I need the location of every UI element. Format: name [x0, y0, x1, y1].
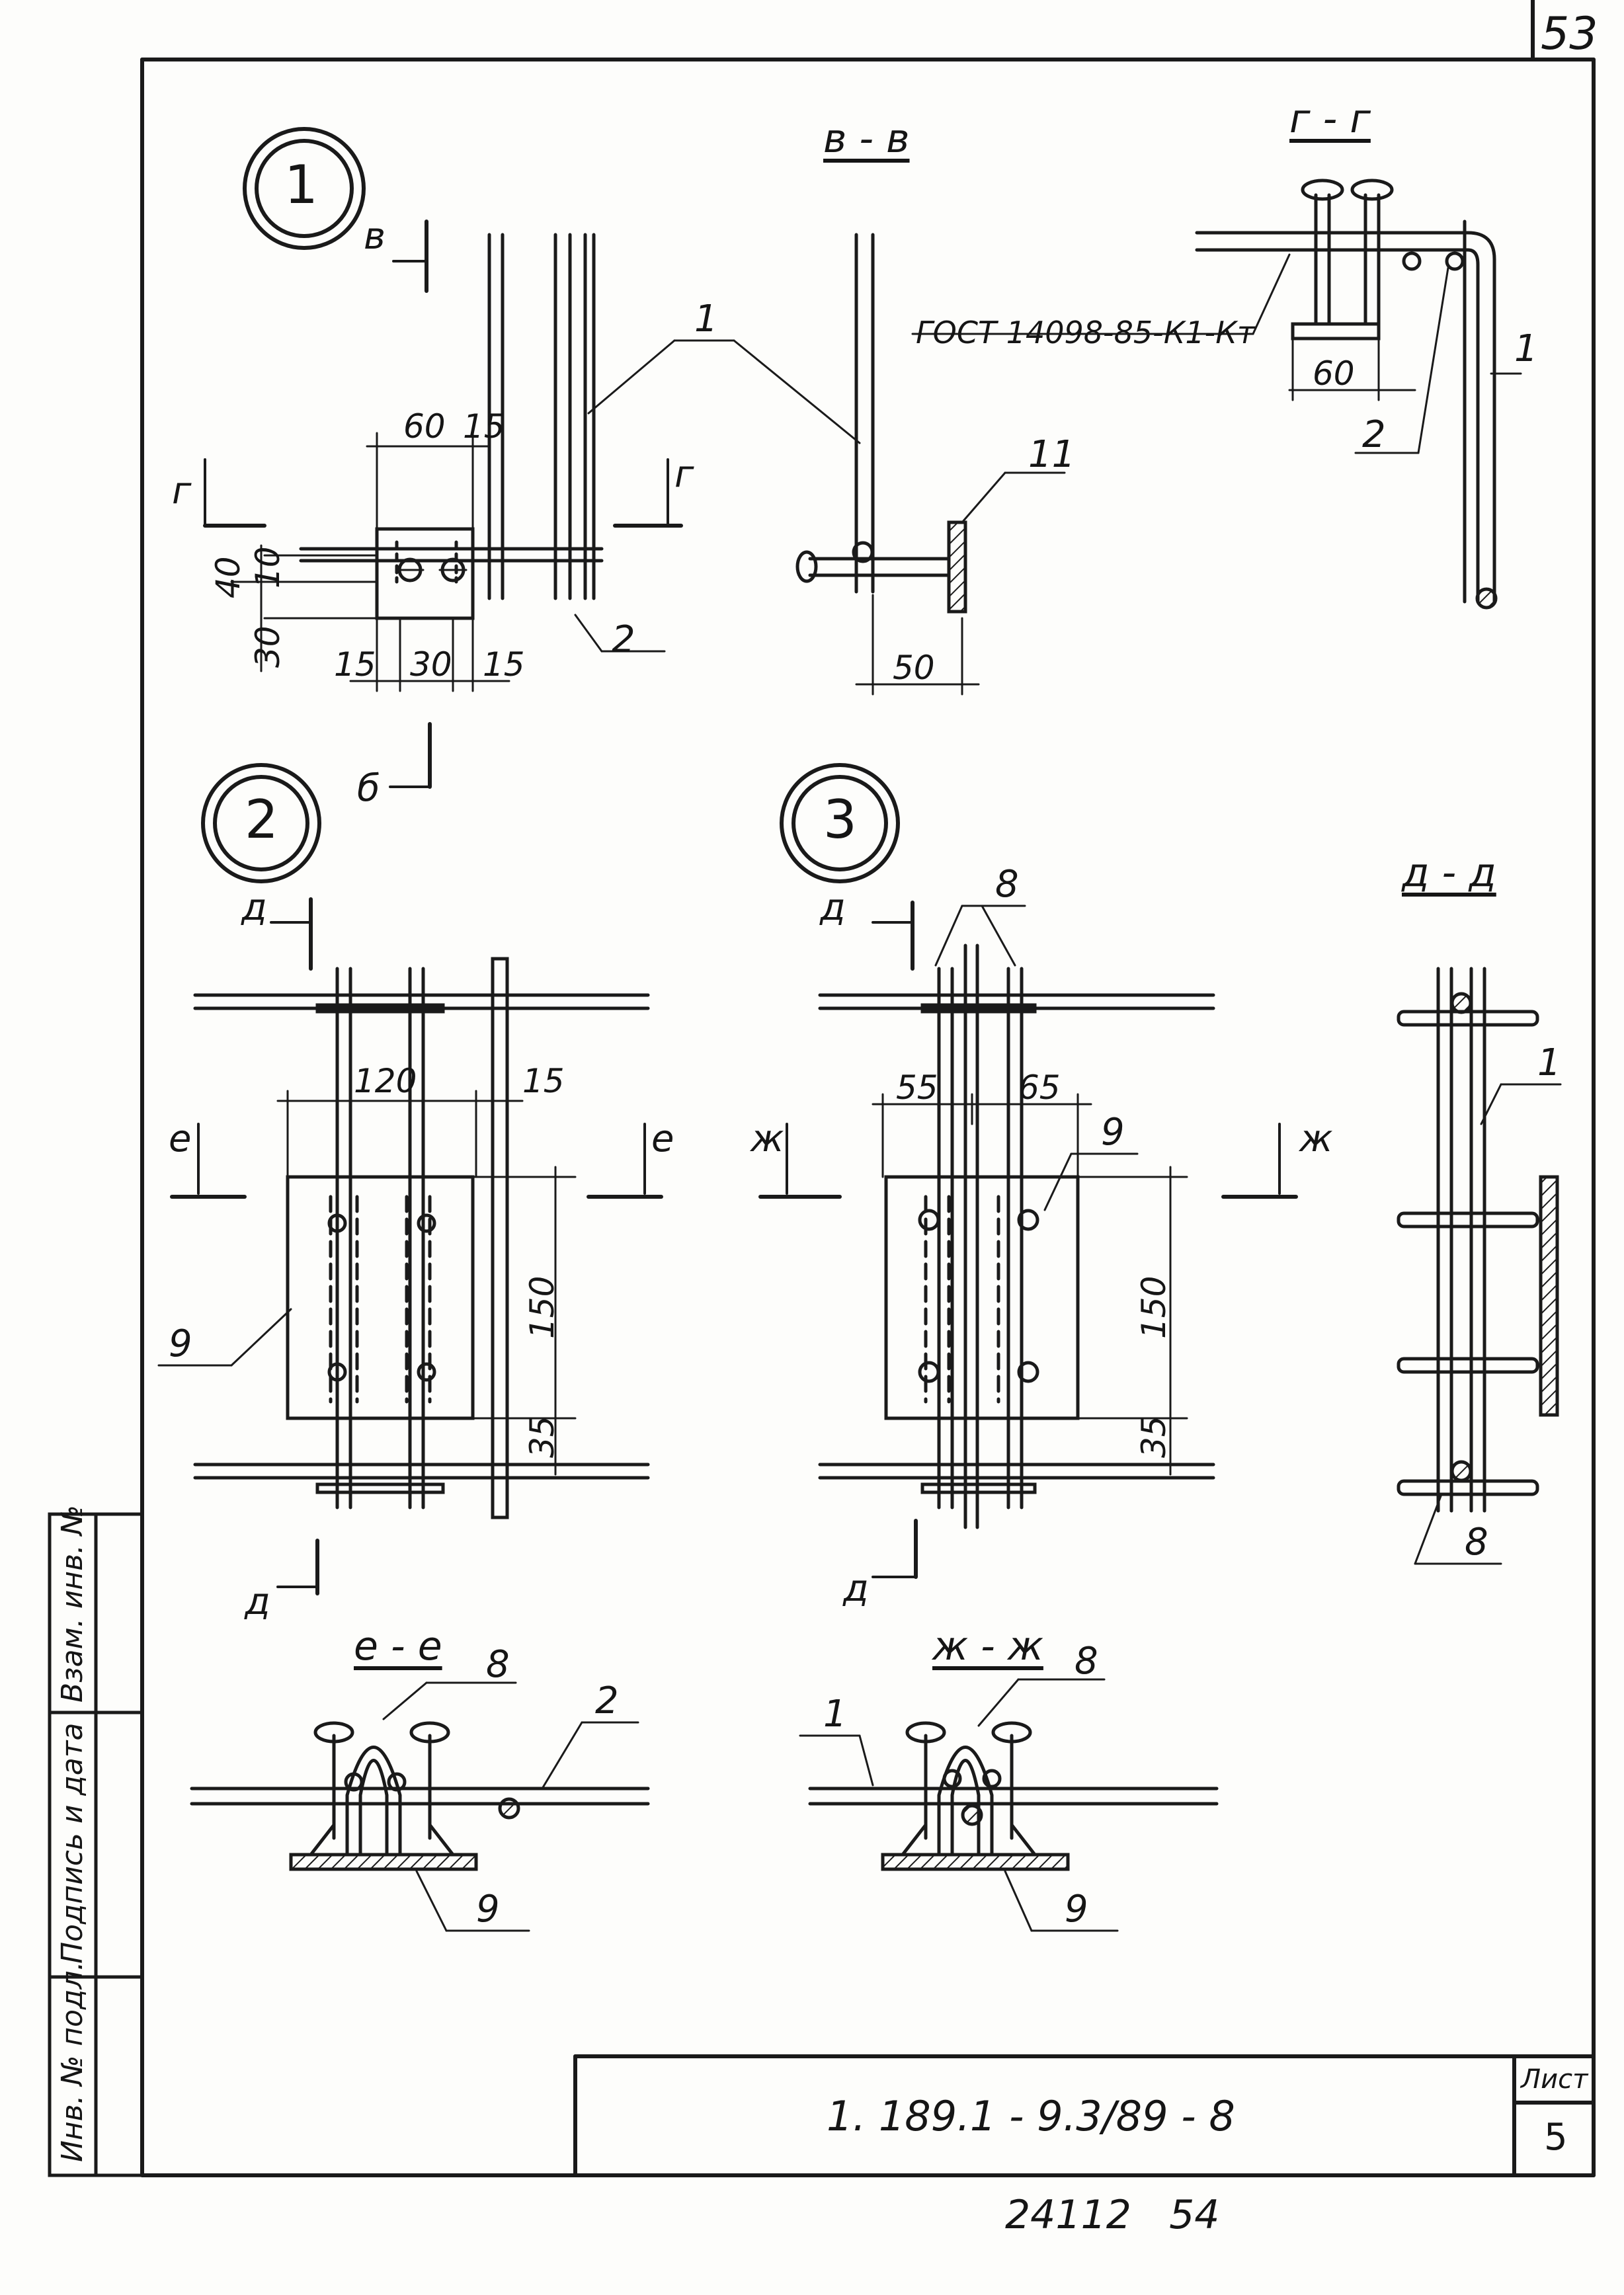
dim-15-detail-1-top: 15	[463, 407, 505, 446]
position-2-section-g: 2	[1362, 413, 1386, 456]
dim-120: 120	[354, 1062, 417, 1100]
dim-30-vertical: 30	[249, 625, 287, 668]
title-block-list-number: 5	[1544, 2116, 1568, 2159]
dim-15-bottom-left: 15	[334, 645, 376, 684]
position-2-section-e: 2	[595, 1679, 619, 1722]
dim-35-detail-2: 35	[523, 1416, 561, 1458]
section-title-d-d: д - д	[1402, 850, 1496, 896]
sheet-frame	[140, 0, 1596, 2177]
position-8-section-e: 8	[486, 1643, 510, 1686]
position-11: 11	[1028, 433, 1076, 476]
stamp-vzam-inv: Взам. инв. №	[56, 1505, 89, 1703]
dim-150-detail-2: 150	[523, 1275, 561, 1339]
position-1-section-d: 1	[1537, 1041, 1561, 1084]
detail-1-plan	[203, 220, 735, 789]
position-1-section-zh: 1	[823, 1693, 847, 1736]
footer-archive-number: 24112 54	[1005, 2192, 1220, 2238]
dim-15-bottom-right: 15	[483, 645, 525, 684]
dim-65: 65	[1018, 1068, 1061, 1107]
stamp-inv-podl: Инв. № подл.	[56, 1961, 89, 2162]
cut-mark-e-right: е	[651, 1117, 674, 1160]
section-title-g-g: г - г	[1289, 96, 1371, 142]
cut-mark-d-2-bottom: д	[245, 1580, 270, 1623]
dim-10: 10	[249, 546, 287, 588]
section-g-g	[911, 179, 1522, 610]
section-title-v-v: в - в	[823, 116, 910, 162]
cut-mark-v: в	[364, 215, 386, 258]
section-title-e-e: е - е	[354, 1623, 442, 1670]
section-d-d	[1397, 967, 1562, 1565]
position-2-detail-1: 2	[612, 618, 635, 661]
dim-60-section-g: 60	[1313, 354, 1355, 393]
position-1-section-g: 1	[1514, 327, 1538, 370]
cut-mark-e-left: е	[169, 1117, 192, 1160]
title-block-designation: 1. 189.1 - 9.3/89 - 8	[827, 2092, 1235, 2140]
position-9-section-zh: 9	[1065, 1888, 1088, 1931]
cut-mark-zh-left: ж	[751, 1117, 784, 1160]
dim-50: 50	[893, 649, 935, 687]
detail-2-callout: 2	[245, 789, 278, 850]
title-block-list-label: Лист	[1521, 2064, 1588, 2095]
cut-mark-g-right: г	[674, 453, 694, 496]
sheet-corner-number: 53	[1541, 8, 1598, 60]
dim-60-detail-1: 60	[403, 407, 446, 446]
dim-35-detail-3: 35	[1135, 1416, 1173, 1458]
position-8-section-d: 8	[1465, 1521, 1488, 1564]
cut-mark-b: б	[357, 767, 380, 810]
cut-mark-d-3-top: д	[820, 886, 846, 929]
cut-mark-g-left: г	[172, 469, 192, 512]
position-8-section-zh: 8	[1075, 1640, 1098, 1683]
position-9-detail-2: 9	[169, 1322, 192, 1365]
dim-150-detail-3: 150	[1135, 1275, 1173, 1339]
position-8-detail-3: 8	[995, 863, 1019, 906]
cut-mark-d-2-top: д	[241, 886, 267, 929]
detail-2-plan	[157, 897, 663, 1595]
detail-1-callout: 1	[284, 154, 318, 216]
side-stamp-frame	[48, 1512, 144, 2177]
stamp-podpis-data: Подпись и дата	[56, 1722, 89, 1964]
position-9-detail-3: 9	[1101, 1111, 1125, 1154]
cut-mark-zh-right: ж	[1299, 1117, 1333, 1160]
detail-callout-circles	[201, 127, 900, 883]
section-e-e	[190, 1681, 650, 1932]
dim-30-bottom: 30	[410, 645, 452, 684]
cut-mark-d-3-bottom: д	[843, 1567, 869, 1610]
section-v-v	[733, 233, 1066, 696]
detail-3-callout: 3	[823, 789, 857, 850]
gost-reference: ГОСТ 14098-85-К1-Кт	[916, 315, 1255, 350]
dim-15-detail-2: 15	[522, 1062, 565, 1100]
position-9-section-e: 9	[476, 1888, 500, 1931]
dim-40: 40	[209, 556, 247, 598]
section-title-zh-zh: ж - ж	[932, 1623, 1043, 1670]
detail-3-plan	[758, 901, 1298, 1579]
position-1-detail-1: 1	[694, 298, 718, 341]
section-zh-zh	[799, 1678, 1219, 1932]
title-block-frame	[573, 2054, 1596, 2177]
dim-55: 55	[896, 1068, 938, 1107]
